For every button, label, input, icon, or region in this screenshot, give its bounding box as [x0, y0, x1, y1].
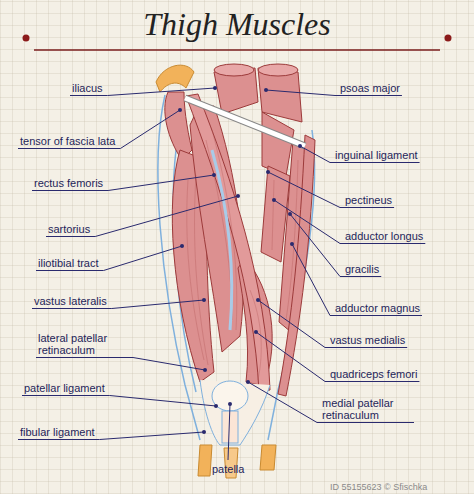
part-label: sartorius — [48, 223, 90, 235]
part-label: quadriceps femori — [330, 368, 417, 380]
part-label: adductor magnus — [335, 302, 420, 314]
leader-dot — [298, 144, 302, 148]
part-label: pectineus — [345, 194, 392, 206]
leader-line — [292, 244, 422, 316]
muscle-fibres — [187, 130, 298, 380]
leader-line — [248, 382, 414, 423]
rectus-tendon — [212, 150, 232, 330]
leader-line — [290, 214, 381, 277]
leader-dot — [272, 198, 276, 202]
part-label: patella — [212, 463, 244, 475]
leader-line — [22, 396, 216, 407]
muscles — [165, 64, 315, 396]
leader-dot — [180, 244, 184, 248]
leader-dot — [203, 368, 207, 372]
leader-dot — [266, 170, 270, 174]
part-label: rectus femoris — [34, 177, 103, 189]
part-label: adductor longus — [345, 230, 423, 242]
part-label: psoas major — [340, 82, 400, 94]
leader-line — [36, 246, 182, 271]
part-label: lateral patellar retinaculum — [38, 332, 128, 356]
leader-dot — [236, 194, 240, 198]
part-label: vastus lateralis — [34, 295, 107, 307]
leader-line — [18, 110, 180, 149]
watermark: ID 55155623 © Sfischka — [330, 481, 427, 493]
leader-line — [300, 146, 420, 163]
inguinal-ligament-band — [185, 98, 305, 146]
leader-dot — [202, 298, 206, 302]
title-dot — [23, 35, 30, 42]
leader-line — [256, 332, 419, 382]
part-label: iliacus — [72, 82, 103, 94]
leader-dot — [256, 298, 260, 302]
leader-dot — [178, 108, 182, 112]
part-label: tensor of fascia lata — [20, 135, 115, 147]
part-label: fibular ligament — [20, 426, 95, 438]
part-label: medial patellar retinaculum — [322, 397, 412, 421]
leader-dot — [264, 88, 268, 92]
title: Thigh Muscles — [0, 6, 474, 43]
leader-dot — [254, 330, 258, 334]
part-label: iliotibial tract — [38, 257, 99, 269]
part-label: inguinal ligament — [335, 149, 418, 161]
leader-line — [268, 172, 394, 208]
part-label: patellar ligament — [24, 382, 105, 394]
leader-line — [46, 196, 238, 237]
leader-line — [32, 175, 214, 191]
iliac-crest — [156, 65, 194, 92]
part-label: gracilis — [345, 263, 379, 275]
leader-dot — [214, 404, 218, 408]
leader-dot — [213, 86, 217, 90]
leader-line — [228, 404, 230, 460]
leader-line — [36, 358, 205, 371]
leader-dot — [212, 173, 216, 177]
leader-dot — [228, 402, 232, 406]
title-dot — [445, 35, 452, 42]
knee — [198, 380, 276, 478]
part-label: vastus medialis — [330, 334, 405, 346]
title-rule — [34, 49, 440, 51]
leader-dot — [288, 212, 292, 216]
leader-dot — [202, 430, 206, 434]
leader-dot — [290, 242, 294, 246]
leader-dot — [246, 380, 250, 384]
inguinal-ligament-band — [185, 98, 305, 146]
